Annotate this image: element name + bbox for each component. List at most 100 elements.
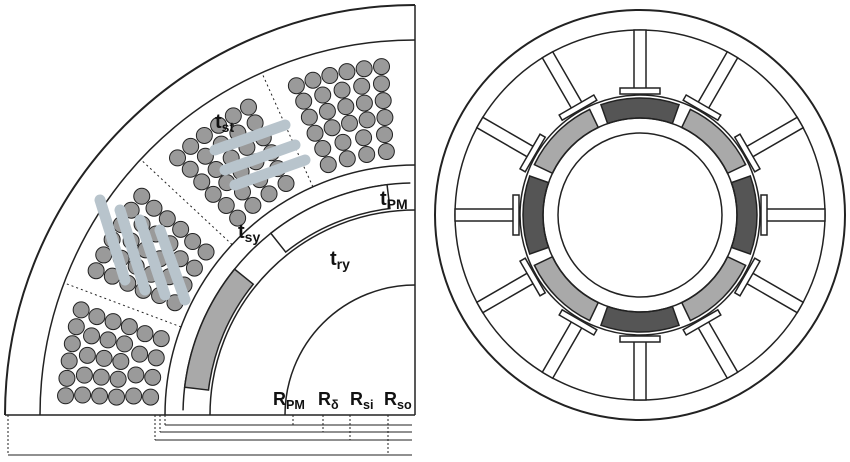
conductor — [112, 352, 130, 370]
label-main: R — [273, 389, 286, 409]
stator-tooth — [541, 50, 598, 122]
conductor — [197, 243, 215, 261]
label-sub: so — [397, 398, 412, 412]
conductor — [314, 86, 332, 104]
stator-tooth — [475, 116, 547, 173]
conductor — [376, 109, 394, 127]
tooth-tip — [619, 335, 661, 343]
tooth-tip — [619, 87, 661, 95]
tooth-body — [764, 208, 826, 222]
conductor — [169, 149, 187, 167]
stator-tooth — [454, 194, 520, 236]
label-main: R — [350, 389, 363, 409]
stator-yoke-arc — [39, 39, 416, 416]
conductor — [95, 349, 113, 367]
label-sub: st — [222, 119, 235, 135]
tooth-body — [633, 29, 647, 91]
label-t-pm: tPM — [380, 188, 408, 212]
conductor — [314, 140, 332, 158]
coil-end-turn — [94, 194, 131, 286]
label-main: t — [380, 188, 387, 210]
conductor — [224, 107, 242, 125]
conductor — [377, 143, 395, 161]
conductor — [319, 156, 337, 174]
conductor — [99, 331, 117, 349]
label-main: t — [330, 248, 337, 270]
permanent-magnet — [183, 268, 255, 391]
conductor — [358, 145, 376, 163]
conductor — [72, 301, 90, 319]
tooth-body — [454, 208, 516, 222]
conductor — [334, 133, 352, 151]
coil-end-turn — [114, 204, 151, 296]
conductor — [338, 150, 356, 168]
tooth-tip — [682, 93, 722, 122]
conductor — [152, 330, 170, 348]
stator-tooth — [760, 194, 826, 236]
conductor — [333, 81, 351, 99]
label-r-delta: Rδ — [318, 389, 339, 412]
label-main: R — [384, 389, 397, 409]
conductor — [341, 114, 359, 132]
stator-slot — [287, 58, 395, 174]
tooth-tip — [518, 133, 547, 173]
stator-outer-arc — [4, 4, 416, 416]
conductor — [133, 187, 151, 205]
stator-tooth — [541, 308, 598, 380]
conductor — [136, 325, 154, 343]
stator-tooth — [619, 29, 661, 95]
conductor — [337, 98, 355, 116]
label-sub: PM — [387, 196, 408, 212]
conductor — [204, 185, 222, 203]
tooth-body — [633, 339, 647, 401]
conductor — [104, 313, 122, 331]
label-t-sy: tsy — [238, 221, 260, 245]
dimension-labels: tsy tst tPM try RPM Rδ Rsi Rso — [215, 111, 412, 412]
conductor — [184, 233, 202, 251]
tooth-tip — [512, 194, 520, 236]
conductor — [229, 209, 247, 227]
conductor — [321, 67, 339, 85]
coil-end-turn — [134, 214, 171, 301]
conductor — [83, 327, 101, 345]
tooth-tip — [558, 93, 598, 122]
label-main: R — [318, 389, 331, 409]
conductor — [306, 124, 324, 142]
conductor — [131, 345, 149, 363]
conductor — [75, 366, 93, 384]
full-section-view — [434, 9, 846, 421]
conductor — [67, 318, 85, 336]
conductor — [353, 77, 371, 95]
conductor — [92, 368, 110, 386]
label-sub: ry — [337, 256, 350, 272]
conductor — [182, 137, 200, 155]
stator-tooth — [475, 257, 547, 314]
conductor — [374, 92, 392, 110]
conductor — [355, 129, 373, 147]
conductor — [260, 185, 278, 203]
label-r-so: Rso — [384, 389, 412, 412]
stator-tooth — [733, 116, 805, 173]
stator-tooth — [619, 335, 661, 401]
conductor — [116, 335, 134, 353]
conductor — [196, 147, 214, 165]
tooth-tip — [733, 133, 762, 173]
conductor — [142, 388, 160, 406]
conductor — [127, 366, 145, 384]
conductor — [144, 368, 162, 386]
stator-tooth — [682, 50, 739, 122]
stator-tooth — [733, 257, 805, 314]
conductor — [239, 98, 257, 116]
coil-end-turn — [219, 139, 301, 176]
label-t-st: tst — [215, 111, 234, 135]
tooth-tip — [760, 194, 768, 236]
conductor — [355, 94, 373, 112]
conductor — [193, 173, 211, 191]
conductor — [158, 210, 176, 228]
conductor — [95, 246, 113, 264]
label-sub: si — [363, 398, 374, 412]
coil-end-turn — [209, 119, 291, 156]
conductor — [244, 196, 262, 214]
conductor — [217, 196, 235, 214]
